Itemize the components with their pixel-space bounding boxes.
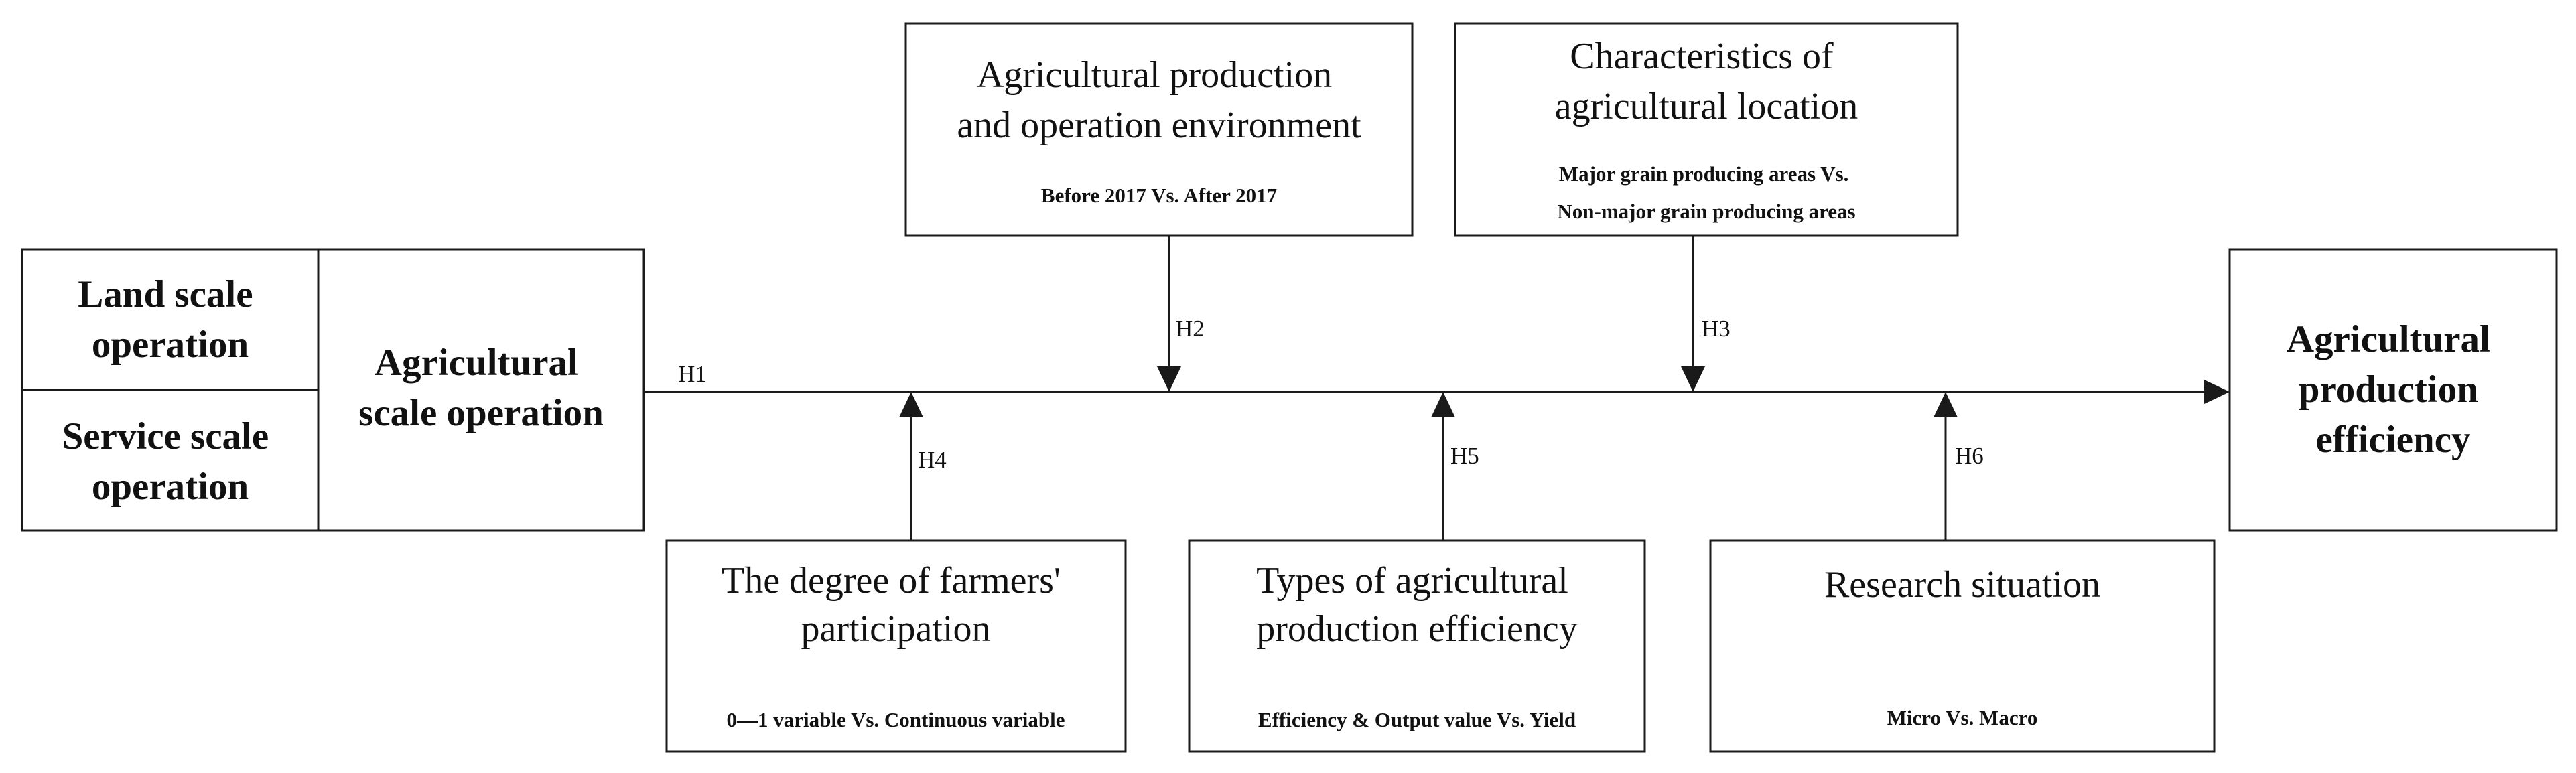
bottom-box-3 [1709,539,2216,753]
right-box-group: Agricultural production efficiency [2228,248,2558,532]
h3-arrow-head [1681,366,1705,392]
bottom-box-3-title: Research situation [1824,564,2100,606]
land-scale-line-1: Land scale [78,273,253,315]
bottom-box-1-group: The degree of farmers' participation 0—1… [665,392,1127,753]
h2-arrow-head [1157,366,1181,392]
efficiency-line-1: Agricultural [2287,318,2490,360]
land-scale-line-2: operation [92,324,249,366]
h6-label: H6 [1955,443,1984,469]
efficiency-line-3: efficiency [2315,419,2470,461]
top-box-2 [1454,22,1959,237]
top-box-2-title: Characteristics of agricultural location [1555,36,1858,127]
top-box-2-title-line-1: Characteristics of [1570,36,1834,77]
top-box-1-title-line-2: and operation environment [957,104,1361,146]
bottom-box-2-subtitle: Efficiency & Output value Vs. Yield [1258,708,1576,731]
bottom-box-2-title-line-2: production efficiency [1256,608,1577,650]
top-box-1-group: Agricultural production and operation en… [904,22,1414,392]
top-box-1-subtitle: Before 2017 Vs. After 2017 [1041,184,1277,207]
h1-label: H1 [678,361,707,387]
bottom-box-2-subtitle-line-1: Efficiency & Output value Vs. Yield [1258,708,1576,731]
bottom-box-2 [1188,539,1646,753]
service-scale-line-1: Service scale [62,415,269,458]
top-box-1 [904,22,1414,237]
h6-arrow-head [1934,392,1958,417]
bottom-box-2-group: Types of agricultural production efficie… [1188,392,1646,753]
top-box-2-subtitle-line-1: Major grain producing areas Vs. [1559,162,1849,186]
top-box-2-subtitle-line-2: Non-major grain producing areas [1557,200,1855,223]
service-scale-line-2: operation [92,466,249,508]
production-efficiency-label: Agricultural production efficiency [2287,318,2500,461]
scale-operation-line-1: Agricultural [375,342,578,384]
top-box-1-subtitle-line-1: Before 2017 Vs. After 2017 [1041,184,1277,207]
scale-operation-line-2: scale operation [358,392,604,434]
top-box-2-title-line-2: agricultural location [1555,86,1858,127]
main-arrow-head [2204,380,2230,404]
h4-arrow-head [899,392,923,417]
service-scale-label: Service scale operation [62,415,279,508]
h5-label: H5 [1450,443,1479,469]
land-scale-label: Land scale operation [78,273,263,366]
agricultural-scale-operation-label: Agricultural scale operation [358,342,604,434]
right-box [2228,248,2558,532]
h5-arrow-head [1431,392,1455,417]
bottom-box-1-subtitle-line-1: 0—1 variable Vs. Continuous variable [727,708,1065,731]
top-box-2-subtitle: Major grain producing areas Vs. Non-majo… [1557,162,1855,223]
bottom-box-2-title-line-1: Types of agricultural [1256,560,1568,602]
h3-label: H3 [1702,315,1731,342]
bottom-box-1 [665,539,1127,753]
efficiency-line-2: production [2299,368,2478,411]
top-box-2-group: Characteristics of agricultural location… [1454,22,1959,392]
bottom-box-1-title-line-1: The degree of farmers' [722,560,1061,602]
bottom-box-2-title: Types of agricultural production efficie… [1256,560,1578,650]
top-box-1-title-line-1: Agricultural production [977,54,1332,96]
bottom-box-3-title-line-1: Research situation [1824,564,2100,606]
top-box-1-title: Agricultural production and operation en… [957,54,1361,146]
main-arrow-group: H1 [644,361,2230,404]
bottom-box-1-title: The degree of farmers' participation [722,560,1070,650]
bottom-box-3-subtitle-line-1: Micro Vs. Macro [1887,706,2038,729]
h2-label: H2 [1176,315,1205,342]
h4-label: H4 [918,447,947,473]
bottom-box-3-group: Research situation Micro Vs. Macro H6 [1709,392,2216,753]
bottom-box-3-subtitle: Micro Vs. Macro [1887,706,2038,729]
bottom-box-1-title-line-2: participation [801,608,990,650]
left-box-group: Land scale operation Service scale opera… [21,248,645,532]
bottom-box-1-subtitle: 0—1 variable Vs. Continuous variable [727,708,1065,731]
